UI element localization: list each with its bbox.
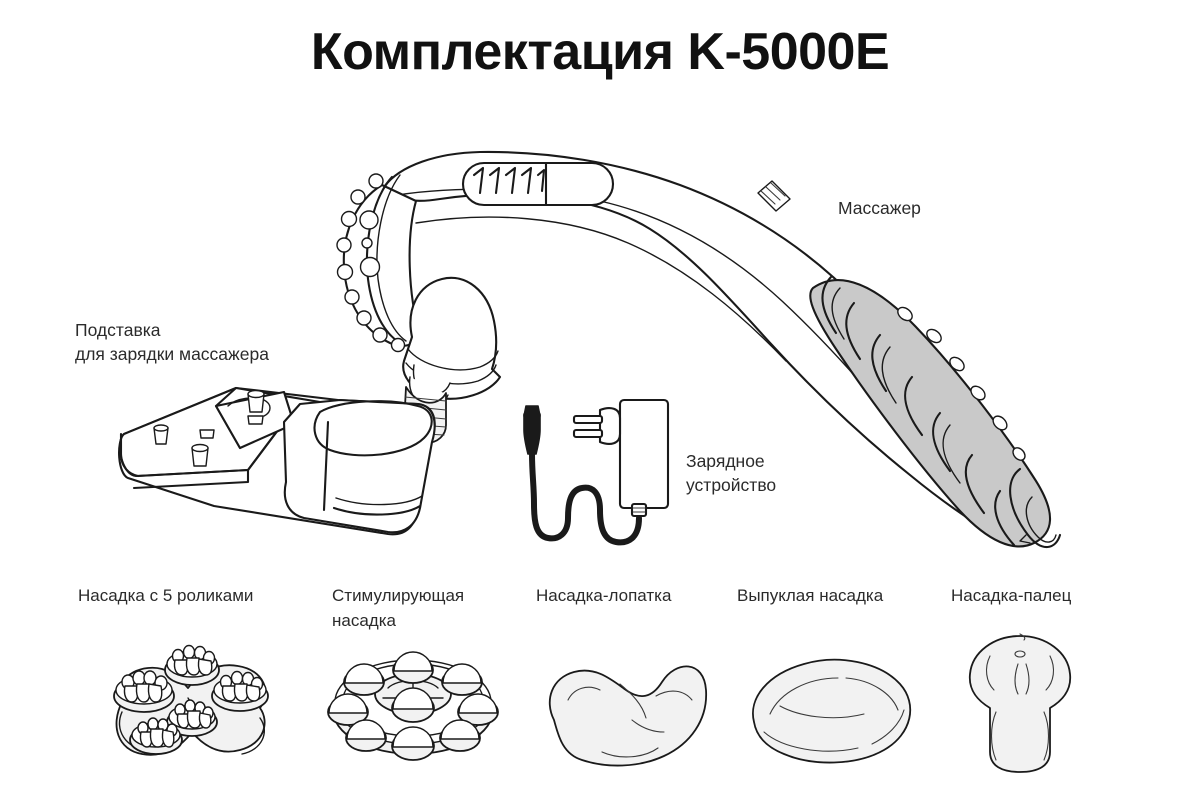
massager-label: Массажер: [838, 198, 921, 218]
five-roller-attachment-icon: [113, 644, 269, 756]
massager-grip: [809, 275, 1062, 549]
charger-label: Зарядное устройство: [686, 451, 777, 496]
dome-bumps: [327, 651, 499, 761]
charger-illustration: [523, 398, 670, 546]
stand-label: Подставка для зарядки массажера: [75, 320, 269, 365]
stand-contact-pins: [153, 389, 265, 467]
power-button[interactable]: [461, 161, 615, 207]
accessory-label-0: Насадка с 5 роликами: [78, 586, 254, 605]
finger-attachment-icon: [968, 633, 1072, 773]
roller-cluster: [129, 717, 183, 755]
massager-head: [336, 173, 422, 353]
accessory-label-1: Стимулирующая насадка: [332, 586, 465, 630]
roller-cluster: [211, 670, 269, 712]
accessory-label-3: Выпуклая насадка: [737, 586, 884, 605]
roller-cluster: [113, 670, 175, 713]
roller-cluster: [164, 644, 220, 686]
stimulating-attachment-icon: [327, 651, 499, 761]
convex-attachment-icon: [752, 658, 912, 764]
accessory-label-4: Насадка-палец: [951, 586, 1072, 605]
charging-stand-illustration: [118, 386, 436, 536]
speed-knob[interactable]: [757, 180, 791, 212]
massager-illustration: [336, 150, 1062, 549]
spatula-attachment-icon: [548, 665, 707, 767]
page-title: Комплектация K-5000E: [310, 23, 890, 81]
accessory-label-2: Насадка-лопатка: [536, 586, 672, 605]
